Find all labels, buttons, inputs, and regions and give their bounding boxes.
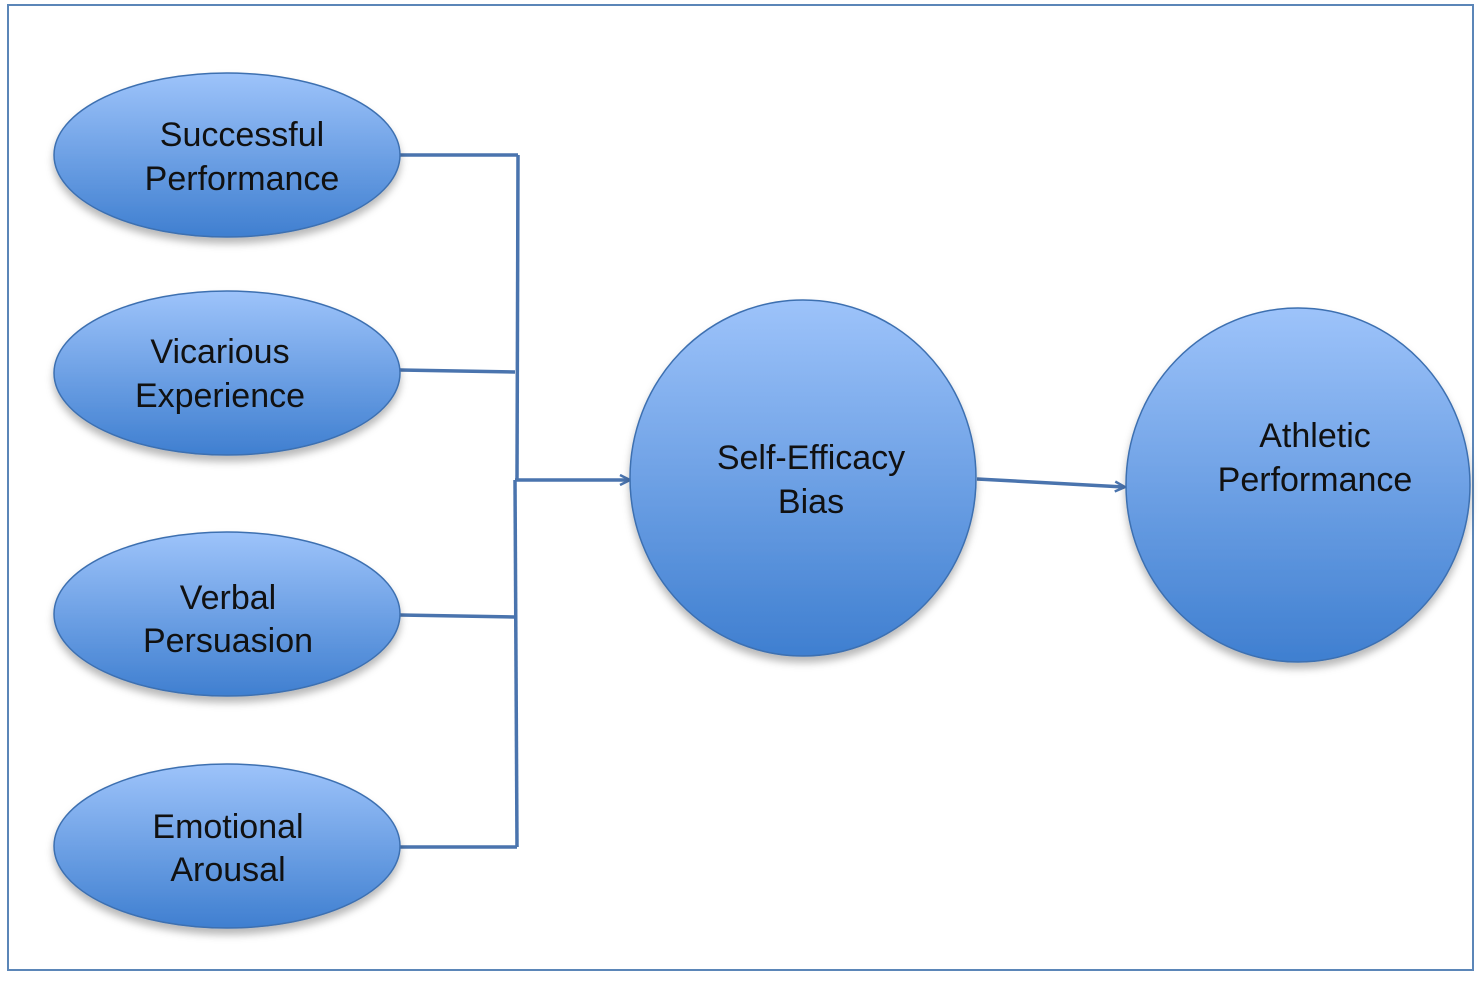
bus-lower	[513, 479, 519, 848]
node-label-line-1: Verbal	[180, 579, 276, 617]
node-label-line-2: Bias	[778, 483, 844, 521]
node-shape	[53, 72, 401, 238]
node-label-line-2: Experience	[135, 377, 305, 415]
bus-upper	[515, 154, 520, 481]
node-label-line-2: Performance	[1218, 461, 1413, 499]
node-label-line-1: Athletic	[1259, 417, 1371, 455]
connector-verbal-persuasion	[399, 613, 516, 619]
source-node-emotional-arousal: Emotional Arousal	[53, 763, 401, 929]
arrow-to-athletic-performance	[976, 477, 1124, 487]
source-node-vicarious-experience: Vicarious Experience	[53, 290, 401, 456]
node-label-line-2: Arousal	[170, 851, 285, 889]
node-shape	[53, 763, 401, 929]
source-node-verbal-persuasion: Verbal Persuasion	[53, 531, 401, 697]
mediator-node-self-efficacy-bias: Self-Efficacy Bias	[629, 299, 977, 657]
node-label-line-1: Vicarious	[150, 333, 289, 371]
node-label-line-1: Self-Efficacy	[717, 439, 905, 477]
source-node-successful-performance: Successful Performance	[53, 72, 401, 238]
outcome-node-athletic-performance: Athletic Performance	[1125, 307, 1471, 663]
node-shape	[53, 290, 401, 456]
node-label-line-2: Performance	[145, 160, 340, 198]
node-shape	[629, 299, 977, 657]
node-label-line-1: Emotional	[152, 808, 303, 846]
connectors	[399, 153, 1124, 849]
connector-vicarious-experience	[399, 368, 516, 374]
node-label-line-1: Successful	[160, 116, 324, 154]
node-shape	[53, 531, 401, 697]
node-label-line-2: Persuasion	[143, 622, 313, 660]
node-shape	[1125, 307, 1471, 663]
